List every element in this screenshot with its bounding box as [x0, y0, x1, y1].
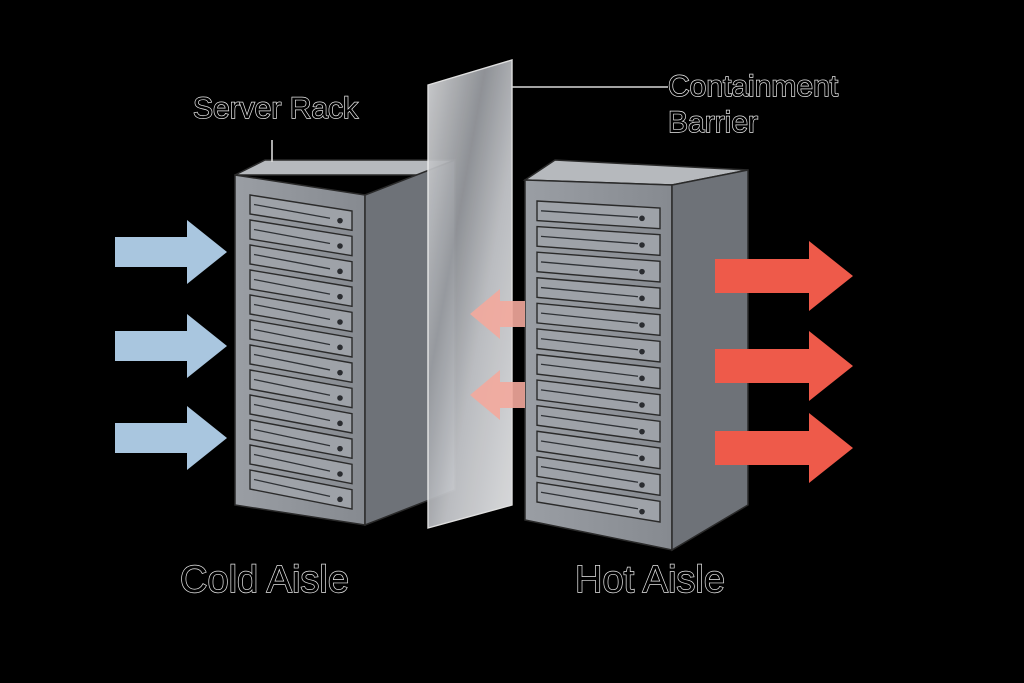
rack-unit-vent: [540, 414, 639, 430]
rack-unit-led-icon: [337, 496, 343, 503]
containment-barrier-label-line1: Containment: [668, 70, 839, 103]
rack-unit-led-icon: [337, 369, 343, 376]
rack-unit-vent: [540, 389, 639, 404]
rack-unit-vent: [540, 491, 639, 510]
rack-unit-vent: [253, 378, 331, 396]
rack-unit-vent: [253, 478, 331, 497]
rack-unit-led-icon: [639, 482, 645, 488]
server-rack-label: Server Rack: [193, 92, 359, 125]
hot-aisle-label: Hot Aisle: [575, 559, 725, 601]
rack-unit-vent: [540, 338, 639, 351]
rack-unit-led-icon: [337, 319, 343, 325]
recirculated-air-arrow-icon: [470, 289, 525, 339]
hot-air-arrow-icon: [715, 241, 853, 311]
server-rack-left: [234, 158, 456, 527]
rack-unit-led-icon: [337, 395, 343, 401]
hot-air-arrow-icon: [715, 413, 853, 483]
rack-unit-vent: [253, 453, 331, 472]
cold-air-arrows: [115, 220, 227, 470]
rack-unit-vent: [253, 203, 331, 219]
rack-unit-led-icon: [639, 322, 645, 328]
rack-unit-vent: [540, 440, 639, 457]
rack-unit-led-icon: [639, 455, 645, 462]
rack-unit-led-icon: [337, 344, 343, 351]
rack-unit-led-icon: [337, 243, 343, 249]
server-rack-right: [522, 159, 749, 552]
rack-unit-vent: [540, 210, 639, 218]
rack-unit-led-icon: [639, 508, 645, 515]
rack-unit-vent: [253, 328, 331, 346]
rack-unit-vent: [253, 403, 331, 422]
rack-unit-led-icon: [337, 471, 343, 477]
rack-unit-vent: [253, 253, 331, 270]
rack-unit-vent: [540, 363, 639, 377]
rack-unit-vent: [253, 428, 331, 447]
rack-unit-led-icon: [639, 268, 645, 275]
rack-unit-led-icon: [337, 293, 343, 300]
rack-unit-led-icon: [337, 268, 343, 275]
rack-unit-led-icon: [639, 375, 645, 382]
cold-aisle-label: Cold Aisle: [180, 559, 349, 601]
rack-unit-led-icon: [639, 242, 645, 248]
recirculated-air-arrow-icon: [470, 370, 525, 420]
rack-right-units: [536, 200, 661, 523]
containment-barrier-label-line2: Barrier: [668, 106, 758, 139]
rack-unit-vent: [540, 235, 639, 245]
hot-air-arrows: [715, 241, 853, 483]
cold-air-arrow-icon: [115, 314, 227, 378]
rack-unit-vent: [540, 261, 639, 271]
rack-unit-led-icon: [639, 215, 645, 222]
cold-air-arrow-icon: [115, 220, 227, 284]
rack-unit-led-icon: [337, 217, 343, 224]
rack-unit-led-icon: [639, 402, 645, 408]
rack-unit-led-icon: [639, 348, 645, 355]
rack-unit-led-icon: [639, 295, 645, 302]
cold-air-arrow-icon: [115, 406, 227, 470]
rack-unit-vent: [253, 228, 331, 245]
rack-unit-led-icon: [337, 420, 343, 427]
rack-left-units: [249, 194, 353, 510]
rack-unit-vent: [253, 303, 331, 321]
rack-unit-vent: [540, 312, 639, 324]
recirculated-air-arrows: [470, 289, 525, 420]
hot-air-arrow-icon: [715, 331, 853, 401]
rack-unit-vent: [253, 278, 331, 295]
rack-unit-led-icon: [639, 428, 645, 435]
rack-unit-led-icon: [337, 445, 343, 452]
rack-unit-vent: [253, 353, 331, 371]
rack-unit-vent: [540, 465, 639, 483]
rack-unit-vent: [540, 286, 639, 298]
